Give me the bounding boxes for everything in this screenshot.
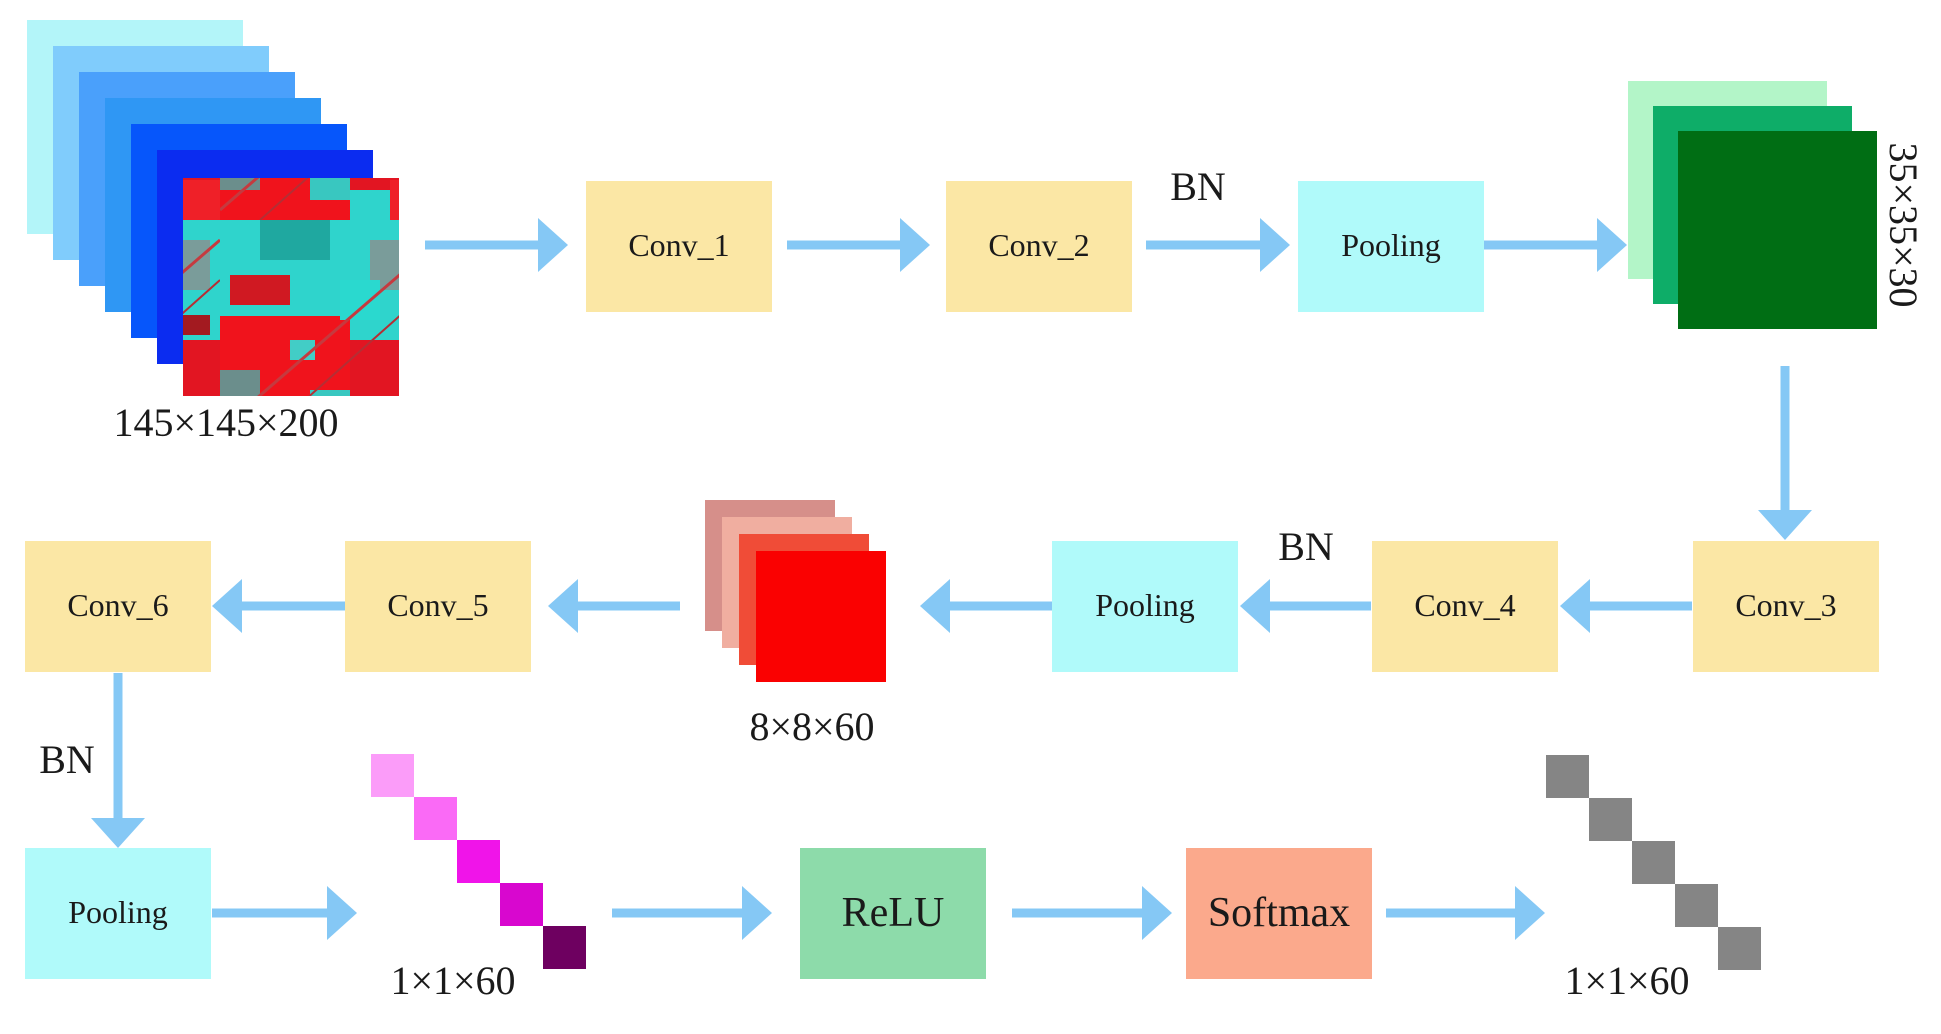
- conv-1-label: Conv_1: [628, 227, 729, 263]
- conv-3-label: Conv_3: [1735, 587, 1836, 623]
- conv-4-label: Conv_4: [1414, 587, 1515, 623]
- conv-3-block: [1693, 541, 1879, 672]
- softmax-label: Softmax: [1208, 890, 1350, 936]
- feature-map-2-stack: [705, 500, 886, 682]
- arrow-input-to-conv1: [425, 218, 568, 272]
- arrow-conv2-to-pooling1: [1146, 218, 1290, 272]
- conv-2-label: Conv_2: [988, 227, 1089, 263]
- feature-map-1-layer-3: [1678, 131, 1877, 329]
- feature-map-1-dimension-label: 35×35×30: [1881, 142, 1926, 307]
- arrow-pooling3-to-vector1: [212, 886, 357, 940]
- vector-2-cell-4: [1675, 884, 1718, 927]
- vector-1-cell-2: [414, 797, 457, 840]
- conv-6-label: Conv_6: [67, 587, 168, 623]
- vector-1-cell-4: [500, 883, 543, 926]
- arrow-softmax-to-vector2: [1386, 886, 1545, 940]
- feature-map-2-dimension-label: 8×8×60: [749, 704, 874, 749]
- pooling-1-label: Pooling: [1341, 227, 1441, 263]
- conv-5-block: [345, 541, 531, 672]
- conv-1-block: [586, 181, 772, 312]
- arrow-pooling2-to-feature2: [920, 579, 1052, 633]
- vector-2-cell-1: [1546, 755, 1589, 798]
- vector-1-cell-1: [371, 754, 414, 797]
- feature-map-1-stack: [1628, 81, 1877, 329]
- vector-1-cell-3: [457, 840, 500, 883]
- arrow-conv4-to-pooling2: [1240, 579, 1371, 633]
- feature-map-2-layer-4: [756, 551, 886, 682]
- vector-1-cell-5: [543, 926, 586, 969]
- arrow-conv1-to-conv2: [787, 218, 930, 272]
- conv-5-label: Conv_5: [387, 587, 488, 623]
- pooling-3-label: Pooling: [68, 894, 168, 930]
- vector-2-cell-5: [1718, 927, 1761, 970]
- arrow-feature1-to-conv3: [1758, 366, 1812, 540]
- arrow-pooling1-to-feature1: [1484, 218, 1627, 272]
- arrow-conv5-to-conv6: [212, 579, 345, 633]
- bn-label-2: BN: [1278, 524, 1334, 569]
- output-vector-2: [1546, 755, 1761, 970]
- arrow-conv6-to-pooling3: [91, 673, 145, 848]
- output-vector-1: [371, 754, 586, 969]
- arrow-vector1-to-relu: [612, 886, 772, 940]
- arrow-relu-to-softmax: [1012, 886, 1172, 940]
- conv-6-block: [25, 541, 211, 672]
- bn-label-1: BN: [1170, 164, 1226, 209]
- arrow-feature2-to-conv5: [548, 579, 680, 633]
- pooling-2-block: [1052, 541, 1238, 672]
- relu-block: [800, 848, 986, 979]
- vector-2-cell-3: [1632, 841, 1675, 884]
- bn-label-3: BN: [39, 737, 95, 782]
- hyperspectral-image: [183, 178, 399, 396]
- pooling-2-label: Pooling: [1095, 587, 1195, 623]
- vector-1-dimension-label: 1×1×60: [390, 958, 515, 1003]
- pooling-1-block: [1298, 181, 1484, 312]
- vector-2-dimension-label: 1×1×60: [1564, 958, 1689, 1003]
- vector-2-cell-2: [1589, 798, 1632, 841]
- conv-2-block: [946, 181, 1132, 312]
- relu-label: ReLU: [842, 890, 945, 936]
- conv-4-block: [1372, 541, 1558, 672]
- flow-arrows: [91, 218, 1812, 940]
- arrow-conv3-to-conv4: [1560, 579, 1692, 633]
- pooling-3-block: [25, 848, 211, 979]
- softmax-block: [1186, 848, 1372, 979]
- input-dimension-label: 145×145×200: [113, 400, 338, 445]
